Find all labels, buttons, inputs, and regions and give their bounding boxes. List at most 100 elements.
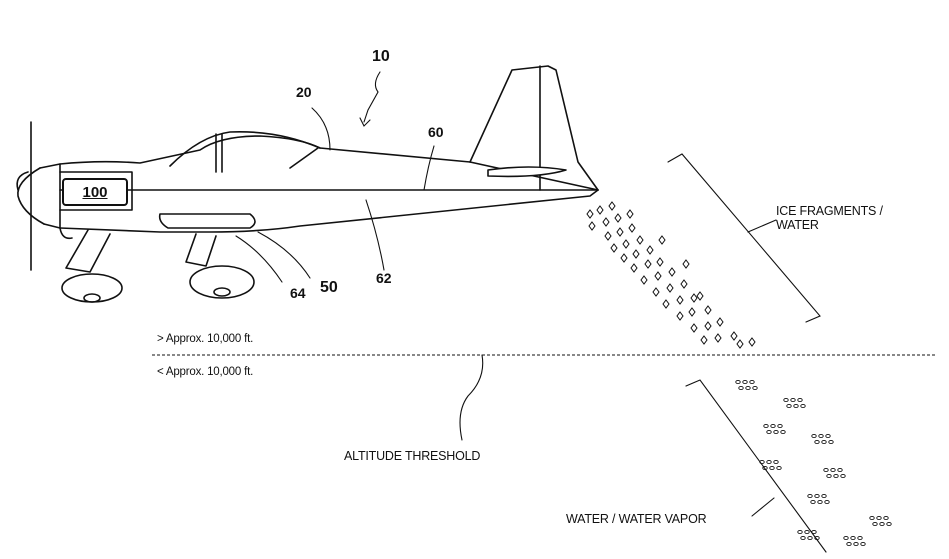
ref-component-50: 50 xyxy=(320,279,338,296)
vapor-droplet-mark xyxy=(797,397,803,403)
ice-fragment-mark xyxy=(690,323,698,333)
ice-fragment-mark xyxy=(680,279,688,289)
reference-leaders xyxy=(235,71,435,283)
ice-fragment-mark xyxy=(640,275,648,285)
vapor-droplet-mark xyxy=(769,465,775,471)
ice-fragment-mark xyxy=(730,331,738,341)
ice-fragment-mark xyxy=(690,293,698,303)
vapor-droplet-mark xyxy=(817,499,823,505)
vapor-droplet-mark xyxy=(780,429,786,435)
caption-below-threshold: < Approx. 10,000 ft. xyxy=(157,366,254,378)
vapor-droplet-mark xyxy=(770,423,776,429)
ice-fragment-mark xyxy=(596,205,604,215)
vapor-droplet-mark xyxy=(814,535,820,541)
ice-fragment-mark xyxy=(700,335,708,345)
ice-fragment-mark xyxy=(736,339,744,349)
vapor-droplet-mark xyxy=(857,535,863,541)
vapor-droplet-mark xyxy=(773,429,779,435)
ice-fragment-mark xyxy=(616,227,624,237)
vapor-droplet-mark xyxy=(773,459,779,465)
vapor-droplet-mark xyxy=(776,465,782,471)
propeller xyxy=(16,121,32,271)
ice-fragment-mark xyxy=(748,337,756,347)
vapor-droplet-mark xyxy=(869,515,875,521)
vapor-droplet-mark xyxy=(790,397,796,403)
engine-box: 100 xyxy=(62,178,128,206)
ref-component-64: 64 xyxy=(290,285,306,301)
ice-fragment-mark xyxy=(676,295,684,305)
vapor-droplet-mark xyxy=(840,473,846,479)
vapor-droplet-mark xyxy=(759,459,765,465)
vapor-droplet-mark xyxy=(777,423,783,429)
water-vapor-droplets xyxy=(735,379,892,547)
vapor-droplet-mark xyxy=(821,493,827,499)
vapor-droplet-mark xyxy=(833,473,839,479)
caption-altitude-threshold: ALTITUDE THRESHOLD xyxy=(344,449,481,463)
ice-fragments xyxy=(586,201,756,349)
vapor-droplet-mark xyxy=(876,515,882,521)
ice-fragment-mark xyxy=(604,231,612,241)
vapor-droplet-mark xyxy=(811,529,817,535)
ice-fragment-mark xyxy=(668,267,676,277)
vapor-droplet-mark xyxy=(800,403,806,409)
ice-fragment-mark xyxy=(646,245,654,255)
ice-fragment-mark xyxy=(636,235,644,245)
ice-fragment-mark xyxy=(704,321,712,331)
ice-fragment-mark xyxy=(644,259,652,269)
vapor-droplet-mark xyxy=(762,465,768,471)
vapor-droplet-mark xyxy=(826,473,832,479)
ice-fragment-mark xyxy=(716,317,724,327)
landing-gear xyxy=(59,227,255,303)
ice-fragment-mark xyxy=(602,217,610,227)
ice-fragment-mark xyxy=(656,257,664,267)
vapor-droplet-mark xyxy=(745,385,751,391)
threshold-leader xyxy=(459,354,484,441)
ice-fragment-mark xyxy=(666,283,674,293)
caption-ice-fragments: ICE FRAGMENTS / WATER xyxy=(776,204,883,232)
vapor-droplet-mark xyxy=(766,459,772,465)
vapor-droplet-mark xyxy=(886,521,892,527)
vapor-droplet-mark xyxy=(872,521,878,527)
vapor-droplet-mark xyxy=(883,515,889,521)
ice-fragment-mark xyxy=(704,305,712,315)
water-vapor-bracket xyxy=(685,379,827,553)
caption-above-threshold: > Approx. 10,000 ft. xyxy=(157,333,254,345)
vapor-droplet-mark xyxy=(763,423,769,429)
vapor-droplet-mark xyxy=(735,379,741,385)
ice-fragment-mark xyxy=(588,221,596,231)
vapor-droplet-mark xyxy=(824,499,830,505)
ice-fragment-mark xyxy=(608,201,616,211)
vapor-droplet-mark xyxy=(810,499,816,505)
ice-fragment-mark xyxy=(586,209,594,219)
ice-fragment-mark xyxy=(676,311,684,321)
vapor-droplet-mark xyxy=(749,379,755,385)
ice-fragment-mark xyxy=(610,243,618,253)
vapor-droplet-mark xyxy=(752,385,758,391)
ice-fragment-mark xyxy=(714,333,722,343)
vapor-droplet-mark xyxy=(738,385,744,391)
ice-fragment-mark xyxy=(626,209,634,219)
vapor-droplet-mark xyxy=(786,403,792,409)
ice-fragment-mark xyxy=(632,249,640,259)
vapor-droplet-mark xyxy=(742,379,748,385)
vapor-droplet-mark xyxy=(797,529,803,535)
vapor-droplet-mark xyxy=(853,541,859,547)
ice-fragment-mark xyxy=(682,259,690,269)
vapor-droplet-mark xyxy=(860,541,866,547)
vapor-droplet-mark xyxy=(837,467,843,473)
vapor-droplet-mark xyxy=(843,535,849,541)
vapor-droplet-mark xyxy=(793,403,799,409)
ice-fragments-bracket xyxy=(667,153,821,323)
ice-fragment-mark xyxy=(630,263,638,273)
ref-engine-box: 100 xyxy=(82,183,108,201)
aircraft-fuselage xyxy=(17,131,599,233)
ref-fuselage: 20 xyxy=(296,84,312,100)
ice-fragment-mark xyxy=(614,213,622,223)
vapor-droplet-mark xyxy=(804,529,810,535)
ice-fragment-mark xyxy=(662,299,670,309)
vapor-droplet-mark xyxy=(850,535,856,541)
ref-lower-line: 62 xyxy=(376,270,392,286)
vapor-droplet-mark xyxy=(807,535,813,541)
ref-aircraft: 10 xyxy=(372,48,390,65)
